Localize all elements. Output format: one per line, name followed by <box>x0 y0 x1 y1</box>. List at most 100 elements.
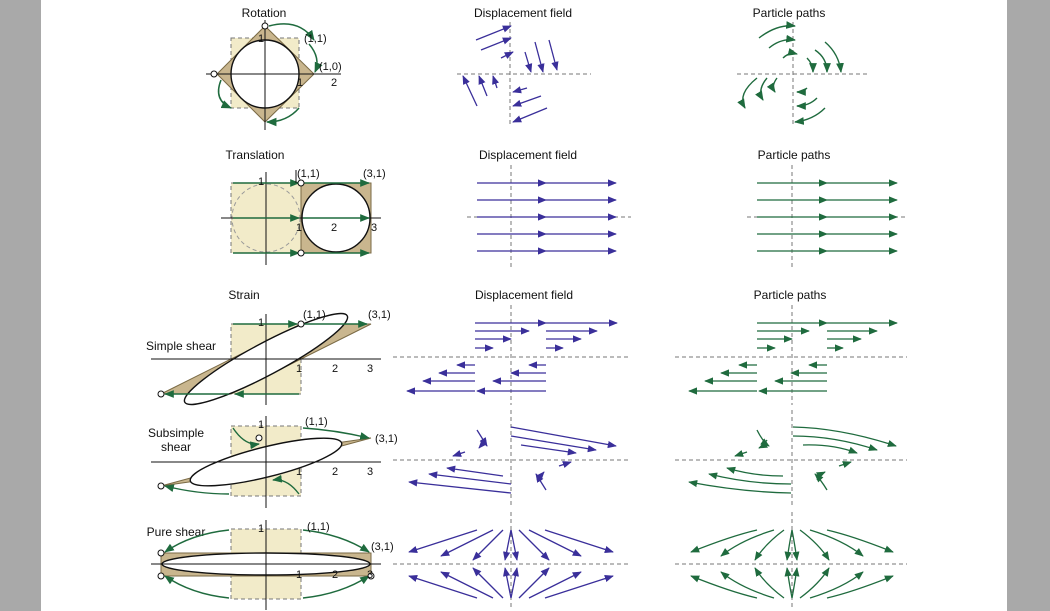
tick-label: 2 <box>332 466 338 478</box>
translation-particle-paths <box>747 165 907 268</box>
displacement-arrow <box>512 86 528 94</box>
displacement-arrow <box>524 51 533 73</box>
rotation-arrow <box>268 23 315 41</box>
particle-path <box>806 57 817 73</box>
point-label: (1,1) <box>307 521 330 533</box>
displacement-arrow <box>548 39 559 71</box>
particle-path <box>794 107 826 125</box>
particle-path <box>768 34 796 49</box>
rotation-paths-title: Particle paths <box>753 6 826 20</box>
tick-label: 1 <box>296 363 302 375</box>
translation-title: Translation <box>226 148 285 162</box>
tick-label: 1 <box>258 33 264 45</box>
shear-arrow <box>302 427 370 440</box>
shear-arrow <box>164 484 230 495</box>
point-label: (3,1) <box>368 309 391 321</box>
subsimple-shear-label-line2: shear <box>161 440 191 454</box>
subsimple-shear-row: Subsimple shear (1,1) (3,1) 1 1 2 3 <box>148 410 907 508</box>
point-label: (3,1) <box>375 433 398 445</box>
point-label: (3,1) <box>363 168 386 180</box>
rotation-row: Rotation Displacement field Particle pat… <box>206 6 867 130</box>
tick-label: 3 <box>371 222 377 234</box>
tick-label: 1 <box>258 317 264 329</box>
rotation-title: Rotation <box>242 6 287 20</box>
simple-shear-paths-title: Particle paths <box>754 288 827 302</box>
subsimple-shear-label-line1: Subsimple <box>148 426 204 440</box>
displacement-arrow <box>480 37 512 51</box>
displacement-arrow <box>512 95 542 107</box>
deformation-figure: Rotation Displacement field Particle pat… <box>146 6 907 610</box>
point-label: (1,1) <box>297 168 320 180</box>
particle-path <box>814 49 831 73</box>
pure-shear-displacement-field <box>393 512 631 610</box>
simple-shear-label: Simple shear <box>146 339 216 353</box>
subsimple-shear-particle-paths <box>675 410 907 508</box>
translation-paths-title: Particle paths <box>758 148 831 162</box>
rotation-arrow <box>308 43 323 73</box>
shear-arrow <box>302 529 370 553</box>
subsimple-shear-displacement-field <box>393 410 631 508</box>
point-label: (3,1) <box>371 541 394 553</box>
particle-marker <box>261 22 269 30</box>
displacement-arrow <box>462 75 478 107</box>
tick-label: 1 <box>296 569 302 581</box>
displacement-arrow <box>500 51 514 59</box>
translation-deformation-diagram: (1,1) (3,1) 1 1 2 3 <box>221 168 386 265</box>
displacement-arrow <box>475 25 512 41</box>
translation-displacement-field <box>467 165 631 268</box>
particle-path <box>755 77 768 101</box>
figure-page: Rotation Displacement field Particle pat… <box>41 0 1007 611</box>
simple-shear-displacement-title: Displacement field <box>475 288 573 302</box>
tick-label: 2 <box>331 77 337 89</box>
particle-marker <box>157 390 165 398</box>
particle-path <box>796 87 808 96</box>
shear-arrow <box>164 575 230 599</box>
particle-path <box>766 77 778 93</box>
particle-path <box>758 21 796 39</box>
tick-label: 3 <box>367 569 373 581</box>
rotation-arrow <box>217 79 232 109</box>
simple-shear-row: Strain Displacement field Particle paths… <box>146 288 907 406</box>
pure-shear-row: Pure shear (1,1) (3,1) 1 1 2 3 <box>147 512 907 610</box>
tick-label: 1 <box>258 419 264 431</box>
tick-label: 1 <box>258 176 264 188</box>
particle-path <box>796 97 818 110</box>
tick-label: 1 <box>258 523 264 535</box>
particle-marker <box>297 249 305 257</box>
pure-shear-particle-paths <box>675 512 907 610</box>
particle-marker <box>210 70 218 78</box>
shear-arrow <box>232 427 260 450</box>
simple-shear-deformation-diagram: (1,1) (3,1) 1 1 2 3 <box>151 309 391 406</box>
particle-path <box>782 48 798 59</box>
particle-marker <box>297 179 305 187</box>
displacement-arrow <box>534 41 545 73</box>
simple-shear-displacement-field <box>393 305 631 405</box>
rotation-displacement-field <box>457 22 591 124</box>
subsimple-shear-deformation-diagram: (1,1) (3,1) 1 1 2 3 <box>151 416 398 508</box>
tick-label: 1 <box>296 466 302 478</box>
displacement-arrow <box>512 107 548 123</box>
particle-marker <box>297 320 305 328</box>
point-label: (1,1) <box>305 416 328 428</box>
particle-marker <box>367 572 375 580</box>
pure-shear-label: Pure shear <box>147 525 206 539</box>
point-label: (1,1) <box>303 309 326 321</box>
tick-label: 3 <box>367 363 373 375</box>
strain-title: Strain <box>228 288 259 302</box>
tick-label: 2 <box>332 363 338 375</box>
rotation-deformation-diagram: (1,1) (1,0) 1 1 2 <box>206 20 342 130</box>
point-label: (1,0) <box>319 61 342 73</box>
tick-label: 3 <box>367 466 373 478</box>
shear-arrow <box>272 474 300 495</box>
tick-label: 2 <box>331 222 337 234</box>
particle-marker <box>157 482 165 490</box>
translation-displacement-title: Displacement field <box>479 148 577 162</box>
tick-label: 2 <box>332 569 338 581</box>
displacement-arrow <box>492 75 500 89</box>
rotation-arrow <box>265 107 300 127</box>
particle-marker <box>157 549 165 557</box>
pure-shear-deformation-diagram: (1,1) (3,1) 1 1 2 3 <box>151 520 394 610</box>
tick-label: 1 <box>297 77 303 89</box>
point-label: (1,1) <box>304 33 327 45</box>
tick-label: 1 <box>296 222 302 234</box>
